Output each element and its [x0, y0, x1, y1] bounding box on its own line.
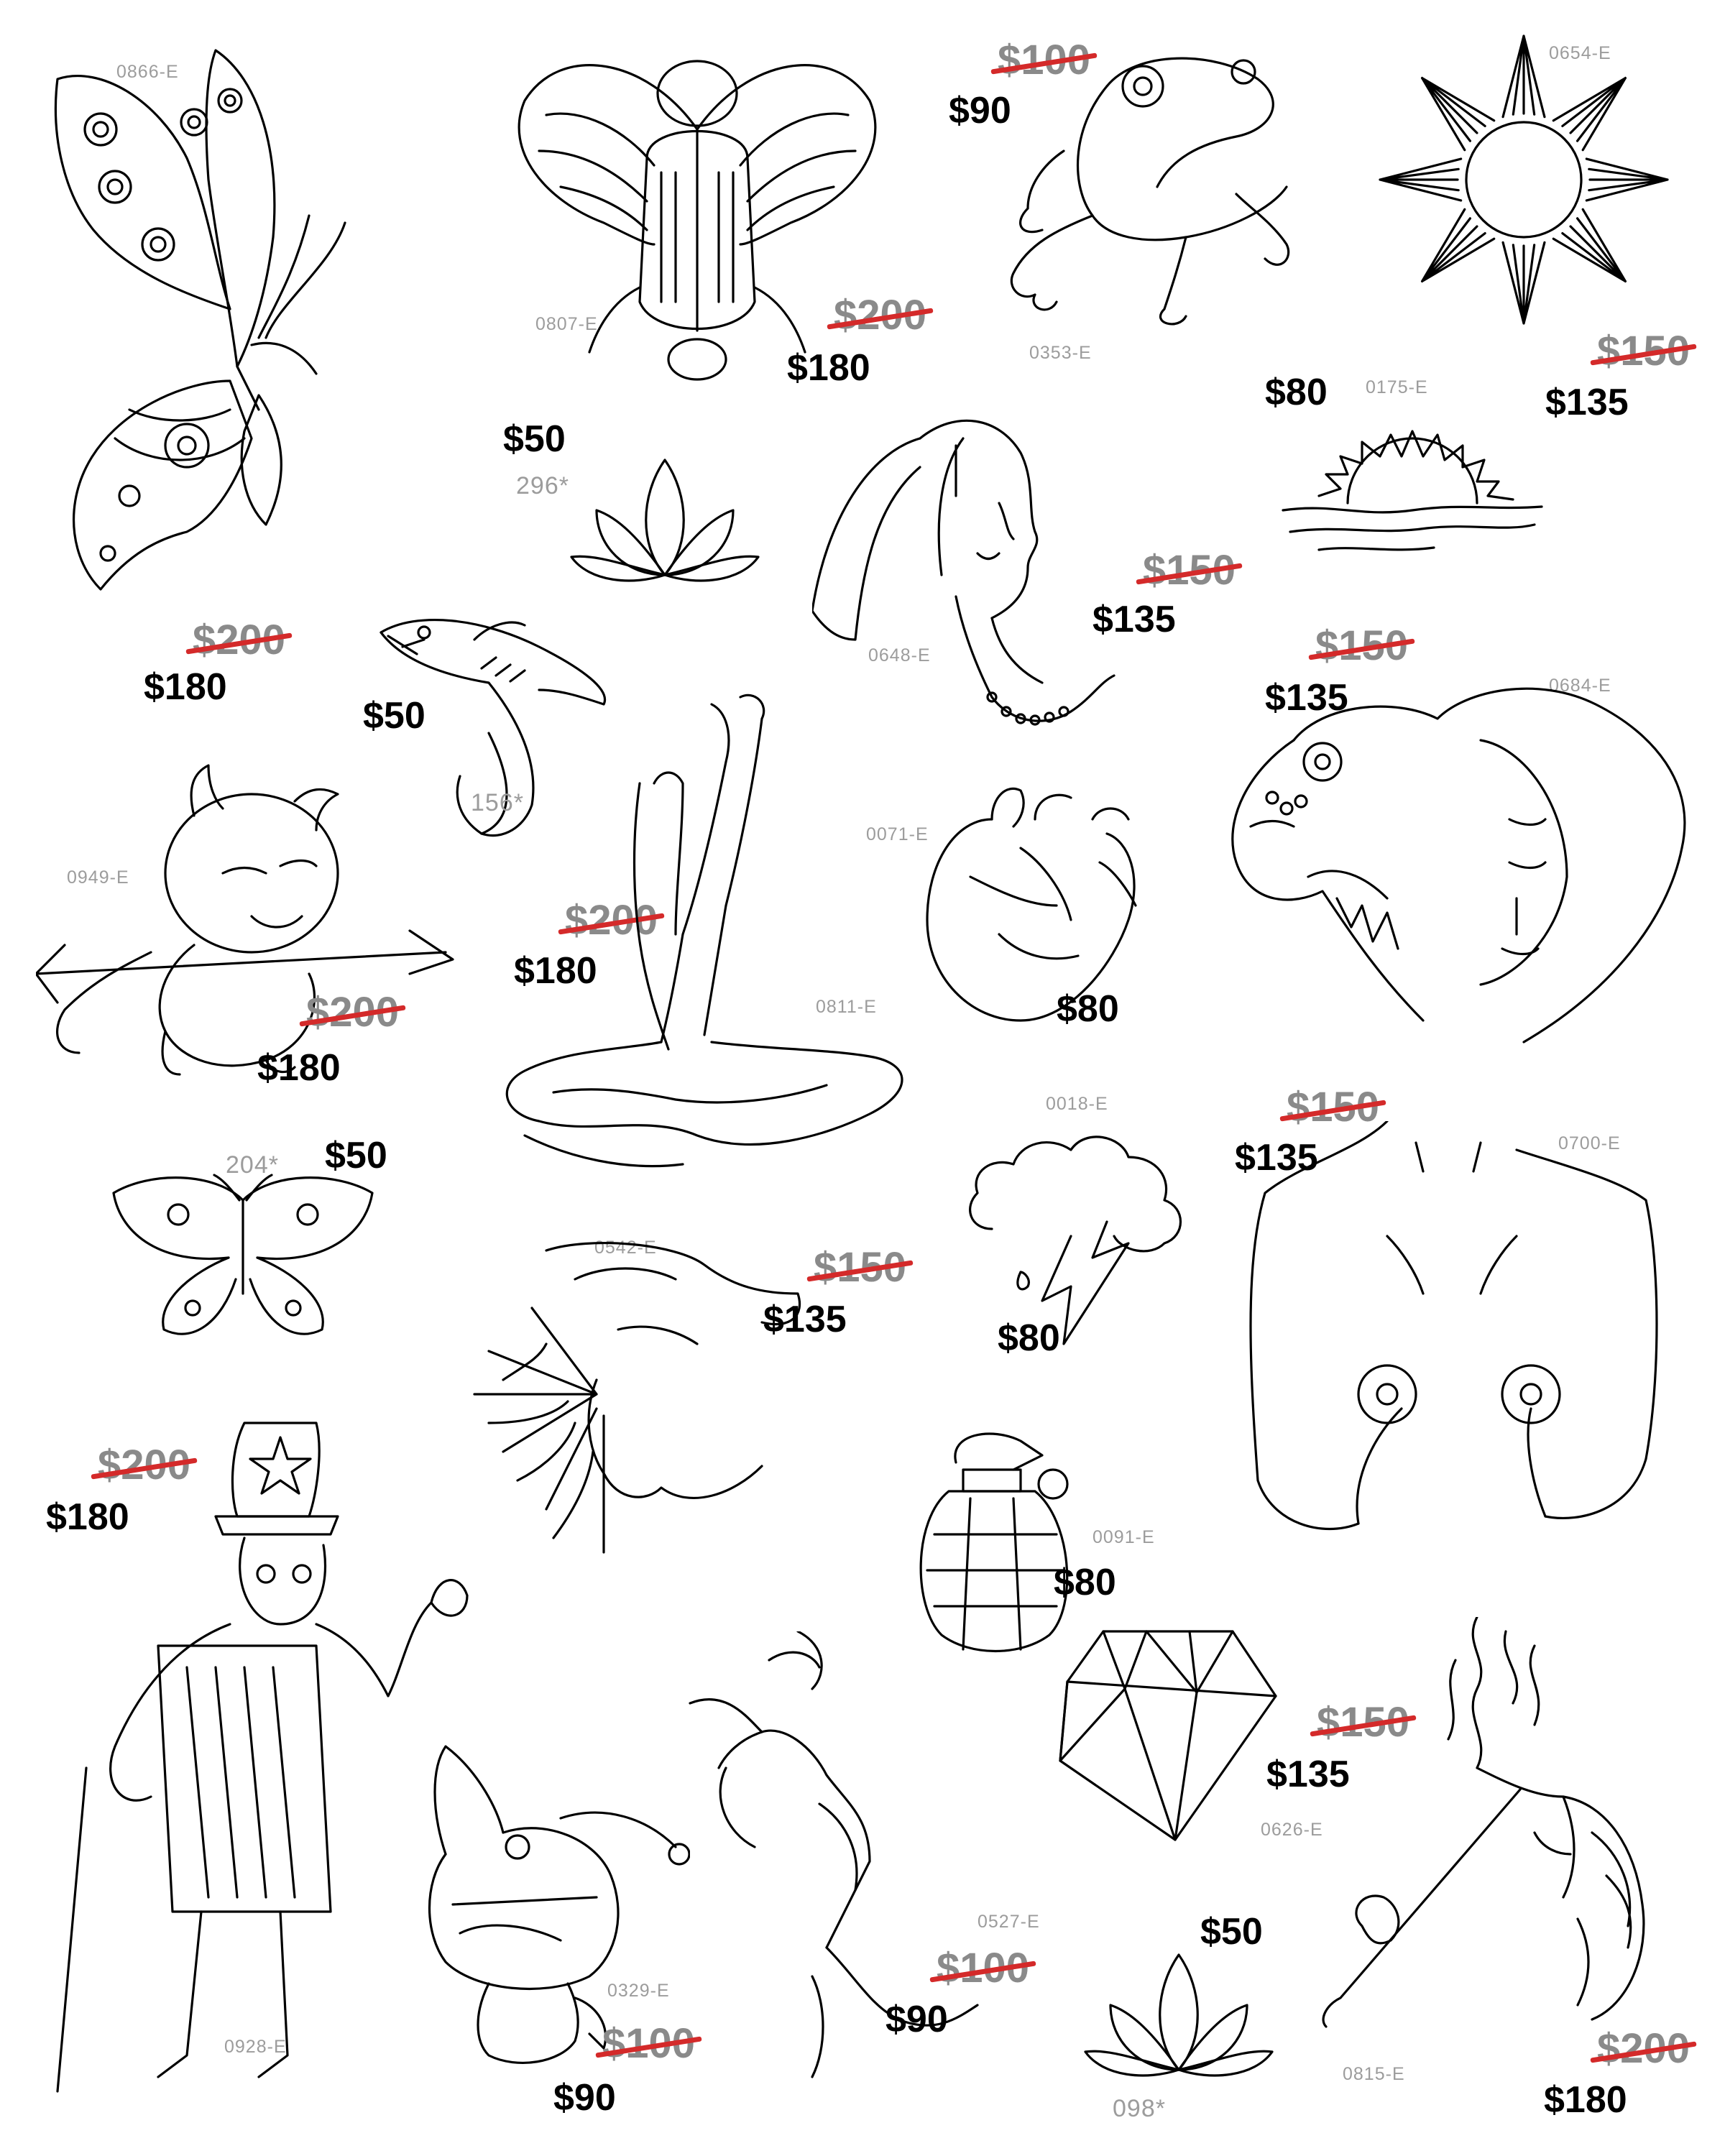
sunset-icon	[1276, 417, 1549, 561]
sun-ray	[1420, 76, 1496, 152]
sun-ray	[1379, 157, 1463, 202]
design-code: 0175-E	[1366, 377, 1428, 397]
grenade-icon	[906, 1419, 1078, 1657]
sun-ray	[1552, 208, 1627, 283]
price: $180	[514, 950, 597, 992]
torso-icon	[1243, 1121, 1668, 1545]
price: $80	[1265, 372, 1328, 413]
design-code: 098*	[1113, 2095, 1166, 2122]
anatomical-heart-icon	[913, 776, 1164, 1028]
design-code: 0527-E	[978, 1912, 1040, 1932]
design-code: 0071-E	[866, 824, 929, 844]
old-price: $150	[1310, 1702, 1417, 1743]
design-code: 296*	[516, 472, 569, 499]
kuromi-icon	[402, 1739, 690, 2070]
old-price: $200	[558, 900, 665, 941]
old-price: $150	[1279, 1087, 1386, 1128]
old-price: $150	[806, 1247, 914, 1289]
price: $90	[553, 2077, 616, 2119]
old-price: $200	[299, 992, 406, 1033]
lotus-icon	[1082, 1948, 1276, 2084]
sun-ray	[1501, 34, 1546, 119]
scarab-icon	[503, 29, 891, 402]
diamond-icon	[1053, 1624, 1283, 1847]
price: $90	[886, 1999, 948, 2040]
butterfly-icon	[43, 36, 417, 611]
lotus-icon	[568, 453, 762, 589]
price: $90	[949, 90, 1011, 132]
price: $50	[1200, 1911, 1263, 1953]
old-price: $100	[990, 40, 1098, 81]
design-code: 0815-E	[1343, 2064, 1405, 2084]
old-price: $200	[185, 619, 293, 661]
sun-ray	[1420, 208, 1496, 283]
woman-profile-icon	[812, 410, 1172, 747]
old-price: $150	[1308, 625, 1415, 667]
design-code: 204*	[226, 1151, 279, 1179]
sun-ray	[1501, 241, 1546, 325]
design-code: 0018-E	[1046, 1094, 1108, 1114]
price: $180	[46, 1496, 129, 1538]
kiss-icon	[683, 1631, 985, 2084]
price: $180	[144, 666, 227, 708]
fire-woman-icon	[1319, 1617, 1678, 2034]
price: $135	[1266, 1754, 1350, 1795]
price: $135	[1265, 677, 1348, 719]
design-code: 156*	[471, 789, 524, 816]
price: $180	[787, 347, 870, 389]
price: $50	[363, 695, 426, 737]
old-price: $100	[595, 2023, 702, 2065]
legs-icon	[482, 690, 927, 1186]
moth-icon	[106, 1171, 380, 1344]
price: $135	[1092, 599, 1176, 640]
frog-icon	[999, 43, 1301, 331]
sun-ray	[1585, 157, 1669, 202]
old-price: $150	[1590, 331, 1697, 372]
skeleton-icon	[43, 1409, 474, 2106]
old-price: $200	[1590, 2028, 1697, 2070]
shark-icon	[374, 604, 618, 848]
price: $80	[1054, 1562, 1116, 1603]
price: $180	[257, 1047, 341, 1089]
design-code: 0654-E	[1549, 43, 1611, 63]
sun-icon	[1376, 32, 1671, 327]
panther-icon	[1208, 661, 1696, 1064]
old-price: $200	[91, 1445, 198, 1486]
design-code: 0353-E	[1029, 343, 1092, 363]
design-code: 0866-E	[116, 62, 179, 82]
old-price: $100	[929, 1948, 1036, 1989]
price: $80	[998, 1317, 1060, 1359]
price: $80	[1057, 988, 1119, 1030]
design-code: 0700-E	[1558, 1133, 1621, 1153]
design-code: 0542-E	[594, 1238, 657, 1258]
spiderweb-icon	[460, 1236, 848, 1574]
design-code: 0626-E	[1261, 1820, 1323, 1840]
price: $135	[1545, 382, 1629, 423]
design-code: 0928-E	[224, 2037, 287, 2057]
price: $50	[325, 1135, 387, 1176]
design-code: 0329-E	[607, 1981, 670, 2001]
design-code: 0091-E	[1092, 1527, 1155, 1547]
design-code: 0811-E	[816, 997, 877, 1017]
storm-cloud-icon	[963, 1128, 1193, 1351]
sun-ray	[1552, 76, 1627, 152]
old-price: $150	[1136, 550, 1243, 591]
old-price: $200	[827, 295, 934, 336]
price: $180	[1544, 2079, 1627, 2121]
price: $135	[763, 1299, 847, 1340]
design-code: 0648-E	[868, 645, 931, 665]
design-code: 0807-E	[535, 314, 598, 334]
price: $50	[503, 418, 566, 460]
design-code: 0949-E	[67, 867, 129, 888]
